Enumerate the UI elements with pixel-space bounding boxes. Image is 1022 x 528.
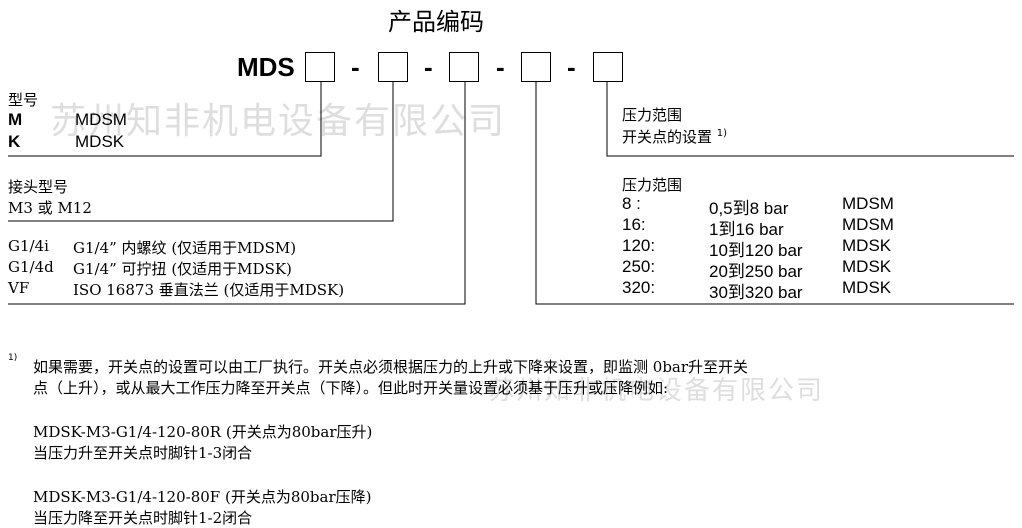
model-heading: 型号 (8, 91, 39, 109)
connector-heading: 接头型号 (8, 178, 69, 196)
thread-code: VF (8, 279, 30, 297)
example-code: MDSK-M3-G1/4-120-80R (开关点为80bar压升) (33, 423, 373, 441)
pressure-range: 1到16 bar (709, 220, 784, 239)
footnote-line-2: 点（上升），或从最大工作压力降至开关点（下降）。但此时开关量设置必须基于压升或压… (33, 379, 669, 397)
code-separator: - (496, 52, 505, 82)
thread-desc: G1/4” 内螺纹 (仅适用于MDSM) (73, 239, 297, 257)
code-separator: - (567, 52, 576, 82)
model-code-k: K (8, 132, 21, 151)
pressure-model: MDSM (842, 215, 894, 234)
code-separator: - (424, 52, 433, 82)
code-separator: - (351, 52, 360, 82)
line-switch-point (606, 82, 1014, 157)
example-desc: 当压力升至开关点时脚针1-3闭合 (33, 444, 253, 462)
code-box-pressure (521, 52, 551, 82)
pressure-code: 320: (622, 278, 656, 297)
pressure-code: 120: (622, 236, 656, 255)
pressure-range: 20到250 bar (709, 262, 803, 281)
line-pressure (535, 82, 1014, 305)
pressure-code: 16: (622, 215, 646, 234)
code-box-thread (449, 52, 479, 82)
footnote-mark: 1) (8, 353, 18, 363)
code-box-model (305, 52, 335, 82)
code-box-switch-point (593, 52, 623, 82)
switch-point-heading: 压力范围 (622, 106, 683, 124)
pressure-code: 250: (622, 257, 656, 276)
switch-point-desc-text: 开关点的设置 (622, 128, 713, 146)
pressure-heading: 压力范围 (622, 176, 683, 194)
pressure-range: 0,5到8 bar (709, 199, 789, 218)
pressure-range: 10到120 bar (709, 241, 803, 260)
pressure-model: MDSK (842, 278, 892, 297)
model-name-mdsm: MDSM (75, 110, 127, 129)
pressure-code: 8 : (622, 194, 641, 213)
code-box-connector (378, 52, 408, 82)
model-code-m: M (8, 110, 23, 129)
footnote-line-1: 如果需要，开关点的设置可以由工厂执行。开关点必须根据压力的上升或下降来设置，即监… (33, 358, 749, 376)
line-thread (8, 82, 466, 305)
pressure-model: MDSM (842, 194, 894, 213)
pressure-model: MDSK (842, 236, 892, 255)
line-connector (8, 82, 394, 222)
model-name-mdsk: MDSK (75, 132, 125, 151)
page-title: 产品编码 (388, 8, 484, 36)
thread-desc: G1/4” 可拧扭 (仅适用于MDSK) (73, 260, 292, 278)
thread-desc: ISO 16873 垂直法兰 (仅适用于MDSK) (73, 281, 345, 299)
example-desc: 当压力降至开关点时脚针1-2闭合 (33, 509, 253, 527)
switch-point-desc: 开关点的设置 1) (622, 126, 727, 147)
thread-code: G1/4i (8, 237, 49, 255)
connector-value: M3 或 M12 (8, 199, 92, 217)
line-model (8, 82, 322, 157)
pressure-model: MDSK (842, 257, 892, 276)
switch-point-footnote-mark: 1) (716, 128, 728, 139)
thread-code: G1/4d (8, 258, 54, 276)
example-code: MDSK-M3-G1/4-120-80F (开关点为80bar压降) (33, 488, 372, 506)
pressure-range: 30到320 bar (709, 283, 803, 302)
code-prefix: MDS (237, 52, 295, 82)
